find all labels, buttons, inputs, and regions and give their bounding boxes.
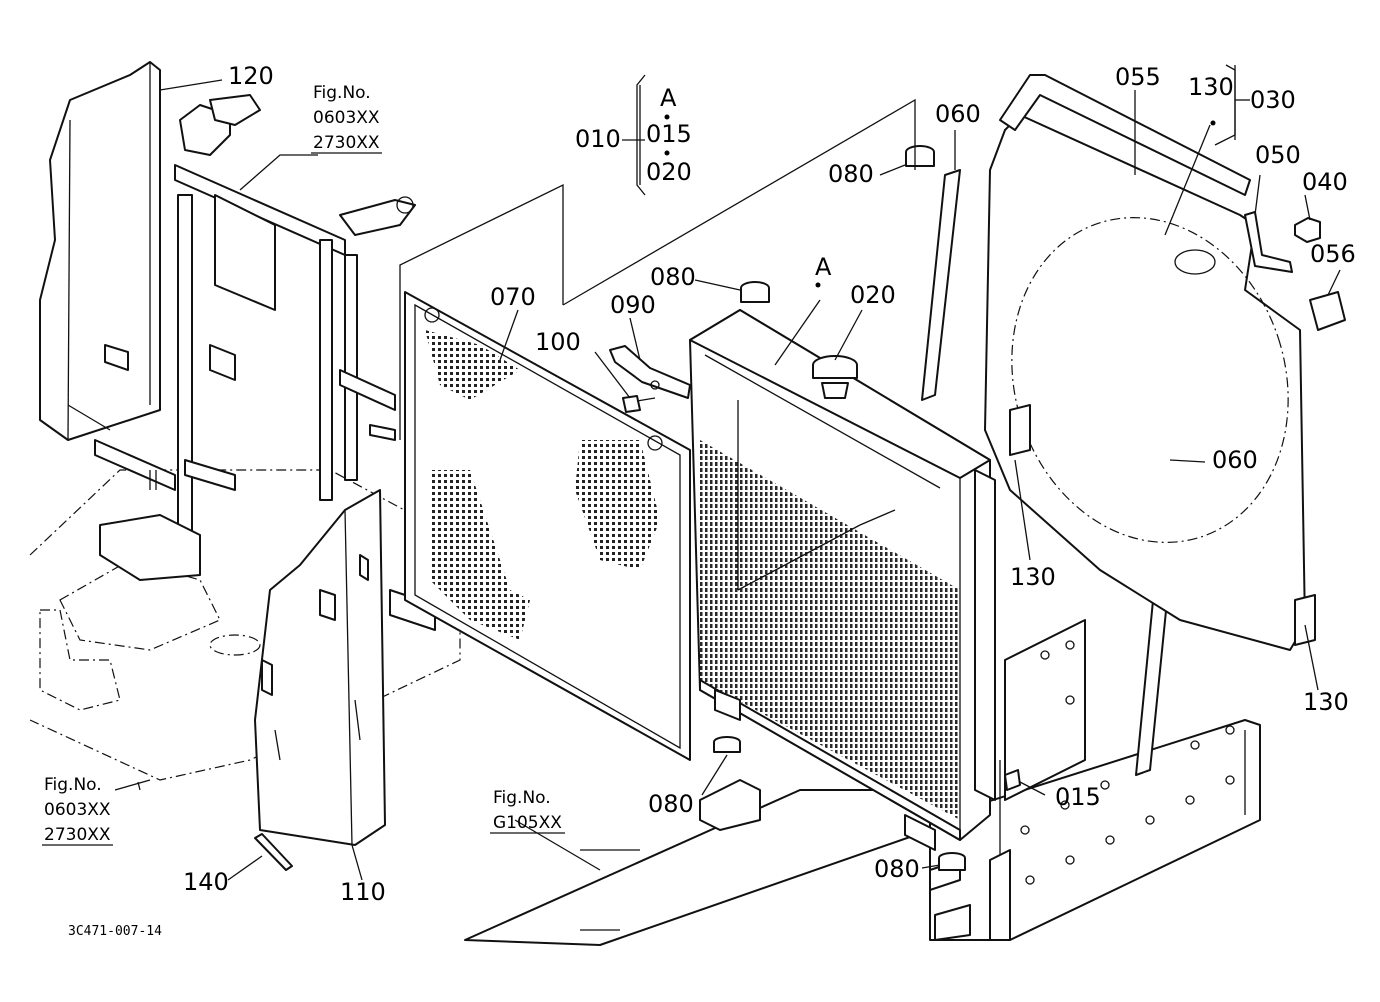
part-070-screen: [404, 291, 691, 761]
group-010-label: 010: [575, 125, 621, 153]
callout-055: 055: [1115, 63, 1161, 91]
group-010-member-020: 020: [646, 158, 692, 186]
group-010-bracket: 010 A 015 020: [575, 74, 692, 196]
callout-130-top: 130: [1188, 73, 1234, 101]
part-100-bolt: [622, 395, 656, 413]
part-020-radiator-cap: [812, 355, 858, 399]
callout-130-right: 130: [1303, 688, 1349, 716]
group-010-member-015: 015: [646, 120, 692, 148]
support-post-frame: [94, 94, 436, 631]
callout-070: 070: [490, 283, 536, 311]
drawing-id: 3C471-007-14: [68, 924, 162, 939]
floor-frame-outline: [29, 469, 461, 781]
callout-056: 056: [1310, 240, 1356, 268]
part-080-cushion-top: [905, 145, 935, 167]
fig-ref-left: Fig.No. 0603XX 2730XX: [42, 775, 113, 846]
callout-group-A: A: [815, 253, 832, 281]
callout-050: 050: [1255, 141, 1301, 169]
fig-ref-top-no1: 0603XX: [313, 108, 380, 128]
part-050-hose: [1244, 211, 1293, 273]
part-080-cushion-tank: [740, 281, 770, 303]
part-080-cushion-bottom: [713, 736, 741, 753]
group-010-member-A: A: [660, 84, 677, 112]
part-056-clip: [1309, 291, 1346, 331]
callout-080-bottom: 080: [648, 790, 694, 818]
part-030-fan-shroud: [984, 114, 1316, 651]
group-010-dot-2: [664, 150, 670, 156]
callout-140: 140: [183, 868, 229, 896]
callout-090: 090: [610, 291, 656, 319]
callout-060-left: 060: [935, 100, 981, 128]
fig-ref-bottom-label: Fig.No.: [493, 788, 551, 808]
part-120-side-cover: [39, 61, 161, 441]
part-090-bracket: [609, 345, 691, 399]
part-040-fitting: [1294, 217, 1321, 243]
callout-080-top: 080: [828, 160, 874, 188]
callout-100: 100: [535, 328, 581, 356]
group-010-dot-1: [664, 114, 670, 120]
part-015-drain-plug: [1004, 769, 1021, 791]
callout-015: 015: [1055, 783, 1101, 811]
part-110-side-cover: [254, 489, 386, 846]
fig-ref-top: Fig.No. 0603XX 2730XX: [311, 83, 382, 154]
fig-ref-top-no2: 2730XX: [313, 133, 380, 153]
callout-020: 020: [850, 281, 896, 309]
callout-A-dot: [815, 282, 821, 288]
part-140-strip: [254, 833, 293, 871]
group-030-bracket: [1210, 64, 1236, 146]
callout-120: 120: [228, 62, 274, 90]
callout-030: 030: [1250, 86, 1296, 114]
fig-ref-left-no2: 2730XX: [44, 825, 111, 845]
callout-080-tank: 080: [650, 263, 696, 291]
part-060-seal-left: [921, 169, 961, 401]
callout-130-top-dot: [1210, 120, 1216, 126]
fig-ref-top-label: Fig.No.: [313, 83, 371, 103]
callout-060-right: 060: [1212, 446, 1258, 474]
leader-lines: [114, 65, 1341, 881]
callout-110: 110: [340, 878, 386, 906]
fig-ref-left-label: Fig.No.: [44, 775, 102, 795]
fig-ref-bottom-no1: G105XX: [493, 813, 562, 833]
fig-ref-left-no1: 0603XX: [44, 800, 111, 820]
callout-040: 040: [1302, 168, 1348, 196]
fig-ref-bottom: Fig.No. G105XX: [490, 788, 565, 834]
part-080-cushion-lower: [938, 852, 966, 871]
callout-130-mid: 130: [1010, 563, 1056, 591]
callout-080-lower: 080: [874, 855, 920, 883]
lower-chassis-frame: [464, 619, 1261, 946]
part-055-trim: [999, 74, 1251, 196]
